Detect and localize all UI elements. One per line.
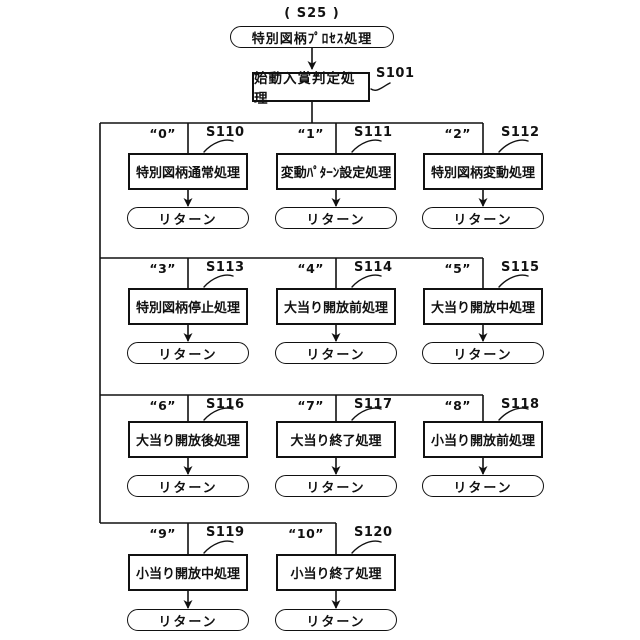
step-label: S118 <box>501 397 540 412</box>
process-box: 大当り開放後処理 <box>128 421 248 458</box>
case-label: “8” <box>444 398 471 413</box>
return-terminator: リターン <box>275 475 397 497</box>
process-box: 特別図柄通常処理 <box>128 153 248 190</box>
case-label: “3” <box>149 261 176 276</box>
return-terminator: リターン <box>422 475 544 497</box>
step-label: S117 <box>354 397 393 412</box>
step-label: S110 <box>206 125 245 140</box>
process-box-s101: 始動入賞判定処理 <box>252 71 370 107</box>
return-terminator: リターン <box>275 609 397 631</box>
step-label-s101: S101 <box>376 66 415 81</box>
return-terminator: リターン <box>127 475 249 497</box>
process-box: 小当り終了処理 <box>276 554 396 591</box>
step-label: S114 <box>354 260 393 275</box>
case-label: “0” <box>149 126 176 141</box>
step-label: S119 <box>206 525 245 540</box>
return-terminator: リターン <box>422 207 544 229</box>
process-box: 大当り開放前処理 <box>276 288 396 325</box>
process-box: 特別図柄停止処理 <box>128 288 248 325</box>
return-terminator: リターン <box>422 342 544 364</box>
process-box: 小当り開放中処理 <box>128 554 248 591</box>
process-box: 変動ﾊﾟﾀｰﾝ設定処理 <box>276 153 396 190</box>
step-label: S115 <box>501 260 540 275</box>
case-label: “6” <box>149 398 176 413</box>
step-label: S116 <box>206 397 245 412</box>
case-label: “9” <box>149 526 176 541</box>
case-label: “2” <box>444 126 471 141</box>
case-label: “1” <box>297 126 324 141</box>
return-terminator: リターン <box>275 342 397 364</box>
return-terminator: リターン <box>127 207 249 229</box>
case-label: “10” <box>288 526 324 541</box>
case-label: “7” <box>297 398 324 413</box>
figure-step-reference: ( S25 ) <box>284 6 340 21</box>
return-terminator: リターン <box>275 207 397 229</box>
case-label: “4” <box>297 261 324 276</box>
step-label: S113 <box>206 260 245 275</box>
return-terminator: リターン <box>127 609 249 631</box>
step-label: S111 <box>354 125 393 140</box>
process-box: 大当り開放中処理 <box>423 288 543 325</box>
case-label: “5” <box>444 261 471 276</box>
step-label: S120 <box>354 525 393 540</box>
start-terminator: 特別図柄ﾌﾟﾛｾｽ処理 <box>230 26 394 48</box>
process-box: 小当り開放前処理 <box>423 421 543 458</box>
process-box: 特別図柄変動処理 <box>423 153 543 190</box>
step-label: S112 <box>501 125 540 140</box>
return-terminator: リターン <box>127 342 249 364</box>
process-box: 大当り終了処理 <box>276 421 396 458</box>
